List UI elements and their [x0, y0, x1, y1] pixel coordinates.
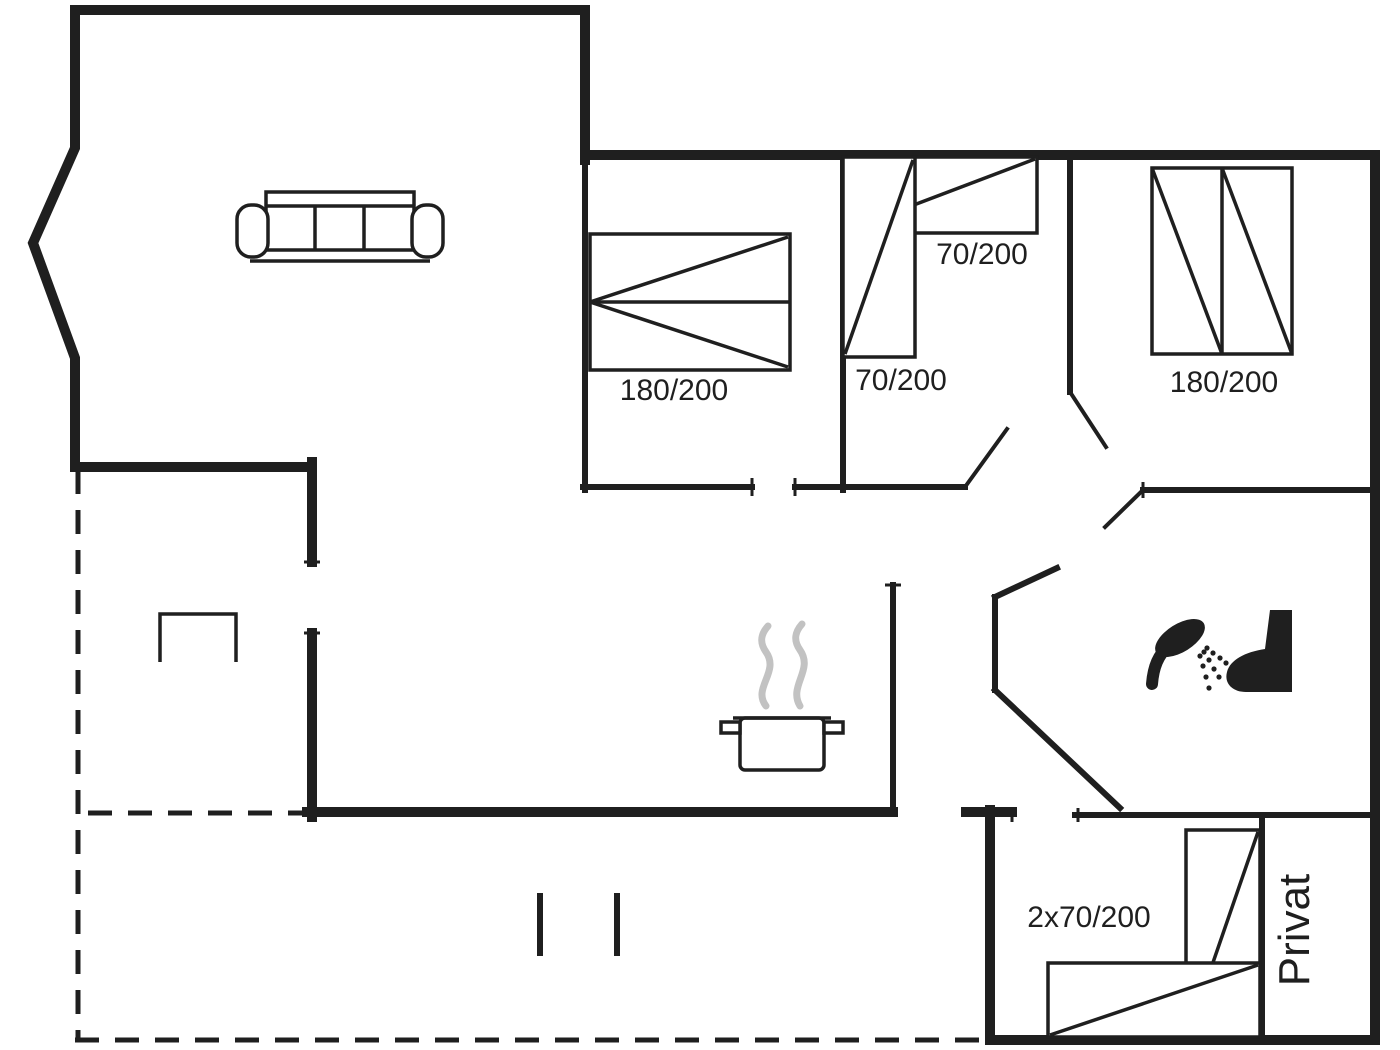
sofa-seat — [264, 190, 416, 252]
interior-walls — [580, 152, 1378, 1041]
bed-label: 70/200 — [855, 364, 947, 397]
door-swing — [1102, 487, 1146, 530]
pot-body — [738, 716, 826, 772]
toilet-icon — [1226, 610, 1292, 692]
door-swings — [304, 389, 1146, 822]
shower-head — [1155, 618, 1205, 658]
shower-icon — [1146, 618, 1229, 691]
pot-steam-icon — [719, 620, 845, 772]
bed-label: 180/200 — [1170, 366, 1278, 399]
bed-diagonal — [1150, 167, 1224, 355]
sofa-icon — [235, 190, 445, 263]
bed-diagonal — [589, 300, 789, 369]
pot-handle — [719, 720, 742, 735]
door-swing — [962, 426, 1010, 490]
private-room-label: Privat — [1270, 874, 1319, 986]
bed-label: 2x70/200 — [1027, 901, 1150, 934]
bed-diagonal — [843, 159, 915, 355]
door-swing — [1067, 389, 1109, 450]
bed-2x70x200 — [1046, 828, 1262, 1039]
bed-180x200-left — [588, 232, 792, 372]
sofa-armrest — [235, 203, 270, 259]
sofa-armrest — [410, 203, 445, 259]
fireplace-icon — [158, 612, 238, 662]
wall-segment — [990, 685, 1125, 813]
pot-handle — [822, 720, 845, 735]
bed-diagonal — [589, 235, 789, 304]
bed-diagonal — [1049, 963, 1259, 1037]
fireplace-outline — [158, 612, 238, 662]
bed-label: 180/200 — [620, 374, 728, 407]
wall-segment — [580, 150, 1380, 1045]
shower-spray-dots — [1197, 645, 1229, 691]
bed-label: 70/200 — [936, 238, 1028, 271]
wall-segment — [991, 564, 1061, 601]
terrace-dashed-boundary — [75, 470, 990, 1043]
steam-wisp — [792, 620, 808, 710]
bed-180x200-right — [1150, 166, 1294, 356]
steam-wisp — [758, 622, 774, 710]
outer-walls — [27, 5, 1380, 1045]
toilet-silhouette — [1226, 610, 1292, 692]
wall-segment — [27, 5, 590, 472]
bed-diagonal — [1220, 167, 1294, 355]
bed-70x200-side — [841, 155, 917, 359]
